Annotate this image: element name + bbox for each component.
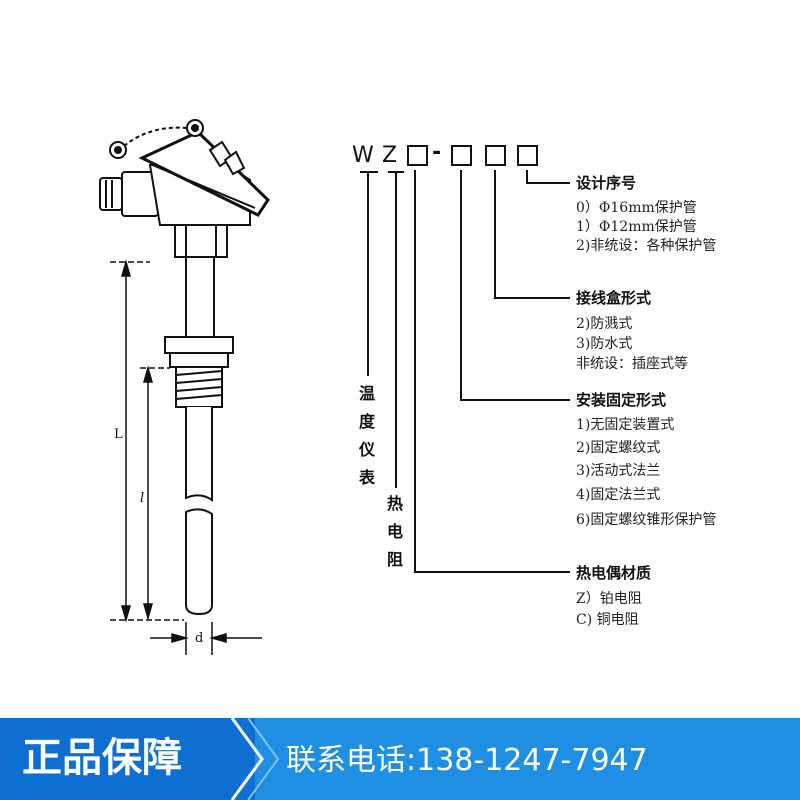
- option-item: 2)固定螺纹式: [576, 440, 661, 456]
- option-item: Z）铂电阻: [576, 591, 642, 607]
- dimension-label-d: d: [195, 631, 204, 646]
- mounting-thread: [164, 336, 234, 408]
- section-title: 热电偶材质: [576, 564, 652, 582]
- code-box-3: [485, 145, 506, 166]
- vertical-char: 温: [359, 384, 376, 403]
- option-item: C) 铜电阻: [576, 612, 639, 628]
- extension-tube: [185, 256, 215, 338]
- section-title: 安装固定形式: [576, 391, 667, 409]
- option-item: 非统设：插座式等: [576, 356, 688, 372]
- banner-divider: [230, 718, 280, 800]
- vertical-char: 阻: [387, 550, 404, 569]
- option-item: 2)防溅式: [576, 316, 633, 332]
- vertical-char: 表: [359, 468, 376, 487]
- section-title: 接线盒形式: [576, 289, 652, 307]
- code-box-1: [407, 145, 428, 166]
- option-item: 0）Φ16mm保护管: [576, 200, 697, 216]
- banner-left-panel: [0, 718, 255, 800]
- code-box-4: [517, 145, 538, 166]
- vertical-char: 仪: [359, 440, 376, 459]
- option-item: 6)固定螺纹锥形保护管: [576, 512, 717, 528]
- bracket-lines: [360, 170, 570, 573]
- option-item: 3)活动式法兰: [576, 463, 661, 479]
- banner-authentic-guarantee: 正品保障: [22, 735, 182, 781]
- section-title: 设计序号: [576, 174, 637, 192]
- vertical-char: 热: [387, 494, 404, 513]
- terminal-head: [99, 119, 270, 258]
- protection-tube: [185, 407, 213, 616]
- code-boxes: [407, 145, 538, 166]
- vertical-char: 度: [359, 412, 376, 431]
- dimension-label-L: L: [114, 427, 123, 442]
- dimension-lines: [110, 259, 262, 655]
- banner-contact-phone: 联系电话:138-1247-7947: [286, 743, 648, 778]
- option-item: 2)非统设：各种保护管: [576, 238, 717, 254]
- code-letter-w: W: [352, 143, 376, 168]
- option-item: 4)固定法兰式: [576, 487, 661, 503]
- code-dash: -: [432, 140, 444, 165]
- vertical-char: 电: [387, 522, 404, 541]
- option-item: 3)防水式: [576, 336, 633, 352]
- dimension-label-l: l: [140, 491, 145, 506]
- option-item: 1）Φ12mm保护管: [576, 219, 697, 235]
- option-item: 1)无固定装置式: [576, 417, 675, 433]
- code-letter-z: Z: [382, 143, 400, 168]
- code-box-2: [451, 145, 472, 166]
